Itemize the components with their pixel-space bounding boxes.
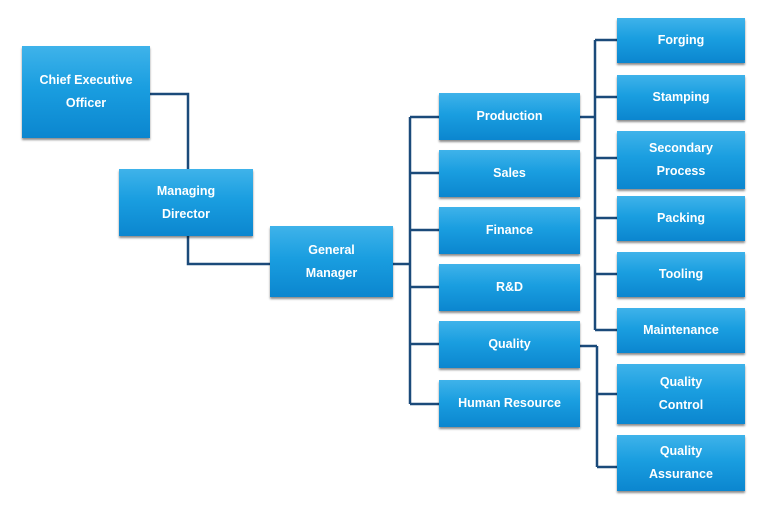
node-general-manager: General Manager [270, 226, 393, 297]
node-quality: Quality [439, 321, 580, 368]
node-maintenance: Maintenance [617, 308, 745, 353]
node-human-resource: Human Resource [439, 380, 580, 427]
node-chief-executive-officer: Chief Executive Officer [22, 46, 150, 138]
node-finance: Finance [439, 207, 580, 254]
node-stamping: Stamping [617, 75, 745, 120]
node-forging: Forging [617, 18, 745, 63]
node-tooling: Tooling [617, 252, 745, 297]
node-sales: Sales [439, 150, 580, 197]
node-managing-director: Managing Director [119, 169, 253, 236]
node-quality-control: Quality Control [617, 364, 745, 424]
node-secondary-process: Secondary Process [617, 131, 745, 189]
node-r-and-d: R&D [439, 264, 580, 311]
node-production: Production [439, 93, 580, 140]
node-packing: Packing [617, 196, 745, 241]
node-quality-assurance: Quality Assurance [617, 435, 745, 491]
